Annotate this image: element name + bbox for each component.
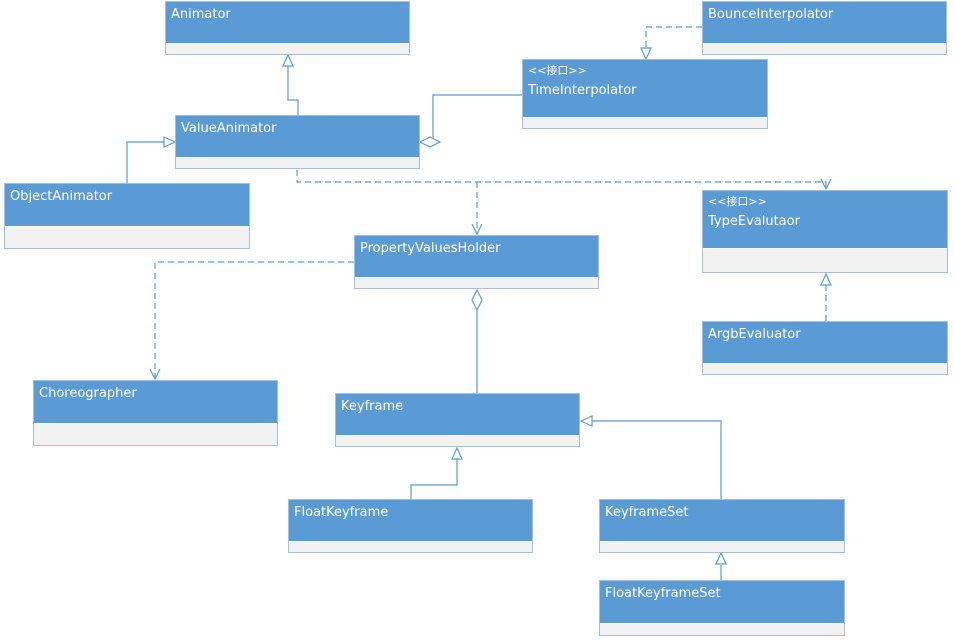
generalization-keyframeset-keyframe [592, 420, 722, 499]
class-name-text: TypeEvalutaor [708, 214, 800, 229]
class-choreographer[interactable]: Choreographer [33, 380, 278, 446]
class-name: Animator [166, 2, 409, 44]
stereotype-label: <<接口>> [528, 64, 587, 77]
class-float-keyframe[interactable]: FloatKeyframe [288, 499, 533, 553]
class-name-text: Animator [171, 7, 231, 22]
class-name: <<接口>> TypeEvalutaor [703, 191, 947, 249]
class-time-interpolator[interactable]: <<接口>> TimeInterpolator [522, 59, 768, 129]
class-name: Choreographer [34, 381, 277, 424]
generalization-floatkeyframe-keyframe [410, 459, 458, 499]
class-keyframe-set[interactable]: KeyframeSet [599, 499, 845, 553]
class-name: PropertyValuesHolder [355, 236, 598, 278]
class-name: ArgbEvaluator [703, 322, 947, 364]
class-name: ValueAnimator [176, 116, 419, 158]
realization-arrowhead [640, 47, 652, 61]
aggregation-diamond [418, 136, 442, 148]
class-name: BounceInterpolator [703, 2, 946, 44]
generalization-valueanimator-animator [287, 64, 299, 115]
class-name-text: ValueAnimator [181, 121, 277, 136]
realization-arrowhead [820, 272, 832, 286]
class-name: ObjectAnimator [5, 184, 249, 227]
realization-bounceinterpolator-timeinterpolator [645, 26, 702, 50]
generalization-arrowhead [451, 446, 463, 460]
class-animator[interactable]: Animator [165, 1, 410, 55]
class-name-text: Choreographer [39, 386, 137, 401]
class-name: FloatKeyframeSet [600, 581, 844, 624]
aggregation-diamond [471, 288, 483, 312]
dependency-propertyvaluesholder-choreographer [154, 261, 354, 377]
class-name-text: PropertyValuesHolder [360, 241, 501, 256]
generalization-arrowhead [163, 136, 177, 148]
stereotype-label: <<接口>> [708, 195, 767, 208]
class-name-text: Keyframe [341, 399, 404, 414]
generalization-arrowhead [282, 53, 294, 67]
class-keyframe[interactable]: Keyframe [335, 393, 580, 447]
class-bounce-interpolator[interactable]: BounceInterpolator [702, 1, 947, 55]
class-name-text: KeyframeSet [605, 505, 689, 520]
dependency-arrowhead [149, 368, 161, 381]
generalization-arrowhead [579, 415, 593, 427]
aggregation-valueanimator-timeinterpolator [432, 94, 522, 143]
generalization-arrowhead [715, 551, 727, 565]
dependency-arrowhead [471, 223, 483, 236]
class-name-text: FloatKeyframeSet [605, 586, 721, 601]
class-name: FloatKeyframe [289, 500, 532, 542]
class-name-text: TimeInterpolator [528, 83, 637, 98]
class-name: KeyframeSet [600, 500, 844, 542]
class-name-text: FloatKeyframe [294, 505, 389, 520]
class-value-animator[interactable]: ValueAnimator [175, 115, 420, 169]
class-name: <<接口>> TimeInterpolator [523, 60, 767, 118]
class-object-animator[interactable]: ObjectAnimator [4, 183, 250, 249]
class-float-keyframe-set[interactable]: FloatKeyframeSet [599, 580, 845, 636]
dependency-valueanimator-trunk [296, 170, 827, 187]
class-argb-evaluator[interactable]: ArgbEvaluator [702, 321, 948, 375]
generalization-objectanimator-valueanimator [126, 141, 164, 183]
class-name: Keyframe [336, 394, 579, 436]
class-name-text: ArgbEvaluator [708, 327, 801, 342]
dependency-arrowhead [820, 178, 832, 191]
class-name-text: BounceInterpolator [708, 7, 834, 22]
class-property-values-holder[interactable]: PropertyValuesHolder [354, 235, 599, 289]
class-name-text: ObjectAnimator [10, 189, 113, 204]
class-type-evaluator[interactable]: <<接口>> TypeEvalutaor [702, 190, 948, 273]
